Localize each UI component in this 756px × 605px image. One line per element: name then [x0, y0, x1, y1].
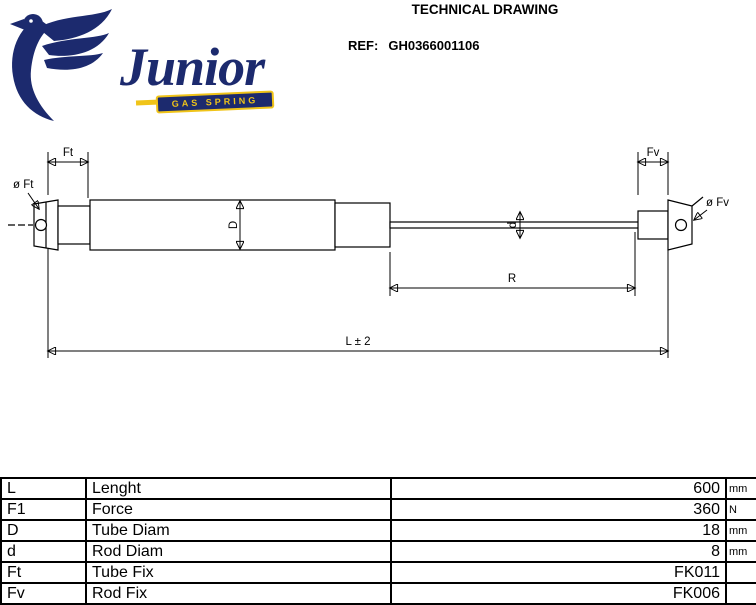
spec-symbol: Fv [0, 582, 87, 605]
spec-name: Rod Fix [85, 582, 392, 605]
tube-diam-label: D [228, 221, 240, 229]
ref-label: REF: [348, 38, 379, 53]
tube-fix-hole [34, 218, 48, 232]
spec-value: FK006 [390, 582, 727, 605]
table-row: Fv Rod Fix FK006 [0, 582, 756, 605]
spec-name: Force [85, 498, 392, 521]
spec-value: FK011 [390, 561, 727, 584]
logo-tagline: GAS SPRING [171, 95, 259, 109]
spec-unit [725, 582, 756, 605]
spec-name: Tube Diam [85, 519, 392, 542]
tube-fix-dim-label: Ft [63, 147, 74, 159]
spec-unit [725, 561, 756, 584]
tube-end-cap [57, 205, 91, 245]
page-title: TECHNICAL DRAWING [411, 2, 559, 17]
spec-table: L Lenght 600 mm F1 Force 360 N D Tube Di… [0, 477, 756, 605]
ref-line: REF: GH0366001106 [348, 38, 479, 53]
table-row: L Lenght 600 mm [0, 477, 756, 500]
rod-fix-flange [691, 196, 704, 207]
ref-value: GH0366001106 [388, 38, 480, 53]
spec-symbol: Ft [0, 561, 87, 584]
dia-rod-fix-leader [694, 209, 708, 220]
table-row: D Tube Diam 18 mm [0, 519, 756, 542]
junior-logo: Junior GAS SPRING [8, 6, 278, 126]
table-row: Ft Tube Fix FK011 [0, 561, 756, 584]
logo-banner: GAS SPRING [155, 90, 275, 114]
rod-fix-hole [674, 218, 688, 232]
dia-rod-fix-label: ø Fv [706, 197, 729, 209]
spec-value: 600 [390, 477, 727, 500]
spec-value: 8 [390, 540, 727, 563]
spec-name: Rod Diam [85, 540, 392, 563]
spec-value: 18 [390, 519, 727, 542]
total-length-label: L ± 2 [345, 336, 370, 348]
spec-name: Lenght [85, 477, 392, 500]
rod-length-label: R [508, 273, 516, 285]
table-row: F1 Force 360 N [0, 498, 756, 521]
spec-symbol: D [0, 519, 87, 542]
rod-fix-block [637, 210, 669, 240]
spec-symbol: F1 [0, 498, 87, 521]
spec-value: 360 [390, 498, 727, 521]
table-row: d Rod Diam 8 mm [0, 540, 756, 563]
tube-guide-section [334, 202, 391, 248]
dia-tube-fix-leader [27, 192, 39, 209]
dia-tube-fix-label: ø Ft [13, 179, 34, 191]
logo-wordmark: Junior [120, 37, 265, 97]
spec-unit: mm [725, 477, 756, 500]
eagle-logo-icon [10, 9, 112, 121]
rod-fix-dim-label: Fv [647, 147, 660, 159]
spec-unit: mm [725, 519, 756, 542]
gas-spring-drawing: Ft Fv ø Ft ø Fv D d R L ± 2 [8, 147, 729, 358]
spec-symbol: L [0, 477, 87, 500]
spec-name: Tube Fix [85, 561, 392, 584]
rod-diam-label: d [507, 222, 519, 228]
spec-unit: N [725, 498, 756, 521]
spec-symbol: d [0, 540, 87, 563]
spec-unit: mm [725, 540, 756, 563]
tube-body [89, 199, 336, 251]
